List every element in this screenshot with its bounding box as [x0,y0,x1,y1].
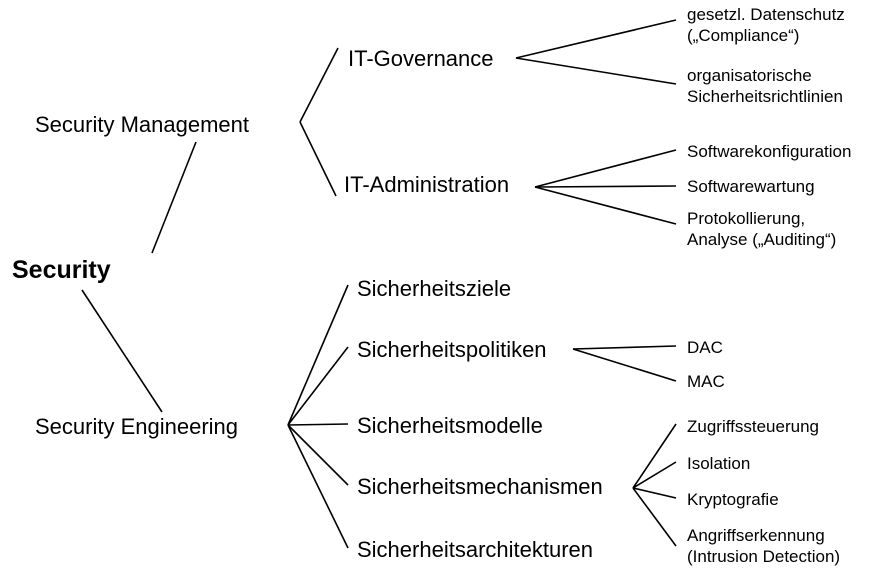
edges-layer [81,19,677,549]
node-protokollierung-analyse-line-2: Analyse („Auditing“) [687,230,836,249]
edge-eng-fan-modelle [287,423,349,426]
node-protokollierung-analyse[interactable]: Protokollierung, Analyse („Auditing“) [687,209,836,249]
node-angriffserkennung[interactable]: Angriffserkennung (Intrusion Detection) [687,526,840,566]
edge-gov-fan-compliance [515,19,677,59]
node-sicherheitspolitiken[interactable]: Sicherheitspolitiken [357,337,547,362]
edge-root-to-engineering [81,289,163,413]
node-security-engineering[interactable]: Security Engineering [35,414,238,439]
node-organisatorische-sicherheitsrichtlinien-line-1: organisatorische [687,66,812,85]
edge-mech-fan-angriff [632,487,677,547]
node-zugriffssteuerung[interactable]: Zugriffssteuerung [687,417,819,436]
node-sicherheitsziele[interactable]: Sicherheitsziele [357,276,511,301]
node-sicherheitsmodelle[interactable]: Sicherheitsmodelle [357,413,543,438]
edge-mgmt-fan-governance [299,47,339,123]
node-gesetzl-datenschutz[interactable]: gesetzl. Datenschutz („Compliance“) [687,5,845,45]
node-it-administration[interactable]: IT-Administration [344,172,509,197]
edge-admin-fan-protokoll [534,186,677,225]
node-kryptografie[interactable]: Kryptografie [687,490,779,509]
labels-layer: Security Security Management IT-Governance… [12,5,851,566]
node-softwarekonfiguration[interactable]: Softwarekonfiguration [687,142,851,161]
node-gesetzl-datenschutz-line-1: gesetzl. Datenschutz [687,5,845,24]
edge-eng-fan-mechanismen [287,424,349,486]
node-gesetzl-datenschutz-line-2: („Compliance“) [687,26,799,45]
node-mac[interactable]: MAC [687,372,725,391]
edge-eng-fan-politiken [287,346,349,426]
edge-mech-fan-isolation [632,461,677,489]
node-security-management[interactable]: Security Management [35,112,249,137]
node-organisatorische-sicherheitsrichtlinien-line-2: Sicherheitsrichtlinien [687,87,843,106]
node-root-security[interactable]: Security [12,256,111,284]
node-sicherheitsarchitekturen[interactable]: Sicherheitsarchitekturen [357,537,593,562]
node-angriffserkennung-line-2: (Intrusion Detection) [687,547,840,566]
node-it-governance[interactable]: IT-Governance [348,46,494,71]
edge-root-to-management [151,141,197,254]
edge-admin-fan-konfiguration [534,149,677,188]
edge-mech-fan-zugriff [632,423,677,489]
edge-eng-fan-architekturen [287,424,349,549]
node-softwarewartung[interactable]: Softwarewartung [687,177,815,196]
edge-mgmt-fan-administration [299,121,337,197]
node-dac[interactable]: DAC [687,338,723,357]
node-protokollierung-analyse-line-1: Protokollierung, [687,209,805,228]
edge-gov-fan-richtlinien [515,57,677,85]
edge-eng-fan-ziele [287,284,349,426]
edge-admin-fan-wartung [534,185,677,188]
node-isolation[interactable]: Isolation [687,454,750,473]
edge-mech-fan-krypto [632,487,677,499]
edge-politiken-fan-mac [572,348,677,382]
edge-politiken-fan-dac [572,345,677,350]
node-sicherheitsmechanismen[interactable]: Sicherheitsmechanismen [357,474,603,499]
node-angriffserkennung-line-1: Angriffserkennung [687,526,825,545]
